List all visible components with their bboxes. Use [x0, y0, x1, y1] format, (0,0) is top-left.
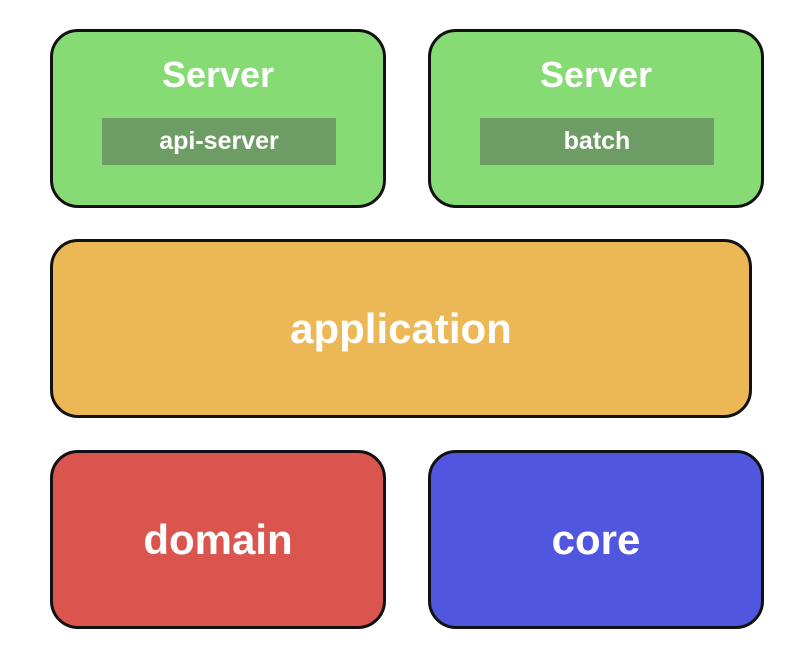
domain-label: domain [143, 515, 293, 563]
application-box: application [50, 239, 752, 418]
batch-module: batch [480, 118, 714, 165]
application-label: application [290, 304, 512, 352]
server-box-api: Server api-server [50, 29, 386, 208]
core-label: core [551, 515, 641, 563]
server-title: Server [539, 54, 653, 95]
domain-box: domain [50, 450, 386, 629]
server-box-batch: Server batch [428, 29, 764, 208]
api-server-module: api-server [102, 118, 336, 165]
core-box: core [428, 450, 764, 629]
server-title: Server [161, 54, 275, 95]
